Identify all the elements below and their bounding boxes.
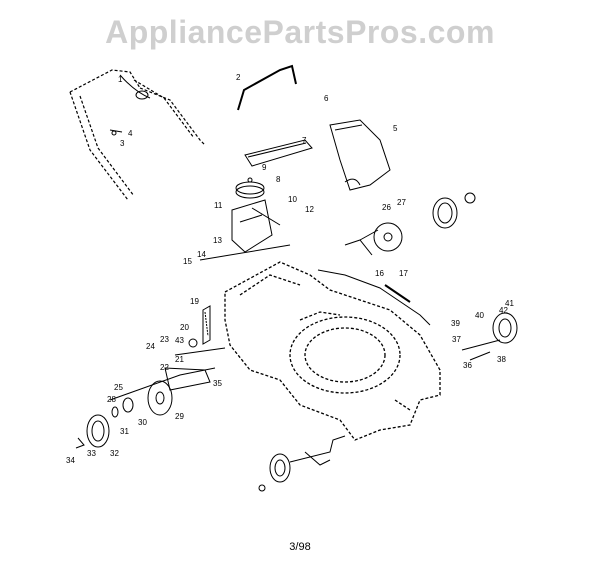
callout-22: 22 [160, 363, 169, 372]
callout-14: 14 [197, 250, 206, 259]
handle-assembly [69, 69, 206, 201]
callout-24: 24 [146, 342, 155, 351]
callout-23: 23 [160, 335, 169, 344]
callout-9: 9 [262, 163, 267, 172]
callout-6: 6 [324, 94, 329, 103]
callout-21: 21 [175, 355, 184, 364]
callout-37: 37 [452, 335, 461, 344]
callout-3: 3 [120, 139, 125, 148]
callout-27: 27 [397, 198, 406, 207]
left-height-adjuster [174, 305, 226, 356]
callout-labels: 1 2 3 4 5 6 7 8 9 10 11 12 13 14 15 16 1… [66, 73, 514, 465]
callout-32: 32 [110, 449, 119, 458]
callout-13: 13 [213, 236, 222, 245]
callout-8: 8 [276, 175, 281, 184]
callout-39: 39 [451, 319, 460, 328]
wheel-front-right [461, 312, 518, 361]
drive-belt [244, 139, 313, 167]
callout-35: 35 [213, 379, 222, 388]
callout-2: 2 [236, 73, 241, 82]
rear-height-adjuster [344, 222, 403, 256]
wheel-rear-left [75, 414, 110, 449]
mower-deck [224, 261, 441, 441]
callout-40: 40 [475, 311, 484, 320]
callout-42: 42 [499, 306, 508, 315]
callout-34: 34 [66, 456, 75, 465]
callout-41: 41 [505, 299, 514, 308]
callout-28: 28 [107, 395, 116, 404]
callout-43: 43 [175, 336, 184, 345]
rear-deflector [329, 119, 391, 191]
callout-36: 36 [463, 361, 472, 370]
callout-30: 30 [138, 418, 147, 427]
callout-10: 10 [288, 195, 297, 204]
transmission [199, 199, 291, 261]
callout-11: 11 [214, 201, 223, 210]
wheel-front-left [258, 435, 346, 492]
callout-33: 33 [87, 449, 96, 458]
callout-1: 1 [118, 75, 123, 84]
callout-16: 16 [375, 269, 384, 278]
watermark: AppliancePartsPros.com [105, 14, 495, 50]
callout-31: 31 [120, 427, 129, 436]
left-drive-disc [111, 380, 173, 418]
wheel-rear-right [432, 192, 476, 229]
callout-7: 7 [302, 136, 307, 145]
callout-17: 17 [399, 269, 408, 278]
callout-20: 20 [180, 323, 189, 332]
callout-25: 25 [114, 383, 123, 392]
upper-handle-bar [237, 64, 297, 111]
callout-26: 26 [382, 203, 391, 212]
left-rear-axle [109, 367, 216, 401]
callout-19: 19 [190, 297, 199, 306]
callout-29: 29 [175, 412, 184, 421]
callout-15: 15 [183, 257, 192, 266]
callout-4: 4 [128, 129, 133, 138]
callout-38: 38 [497, 355, 506, 364]
page-code: 3/98 [289, 541, 311, 553]
callout-12: 12 [305, 205, 314, 214]
callout-5: 5 [393, 124, 398, 133]
handle-cable [109, 74, 151, 136]
pulley [235, 177, 265, 199]
front-axle-rod [317, 269, 431, 326]
